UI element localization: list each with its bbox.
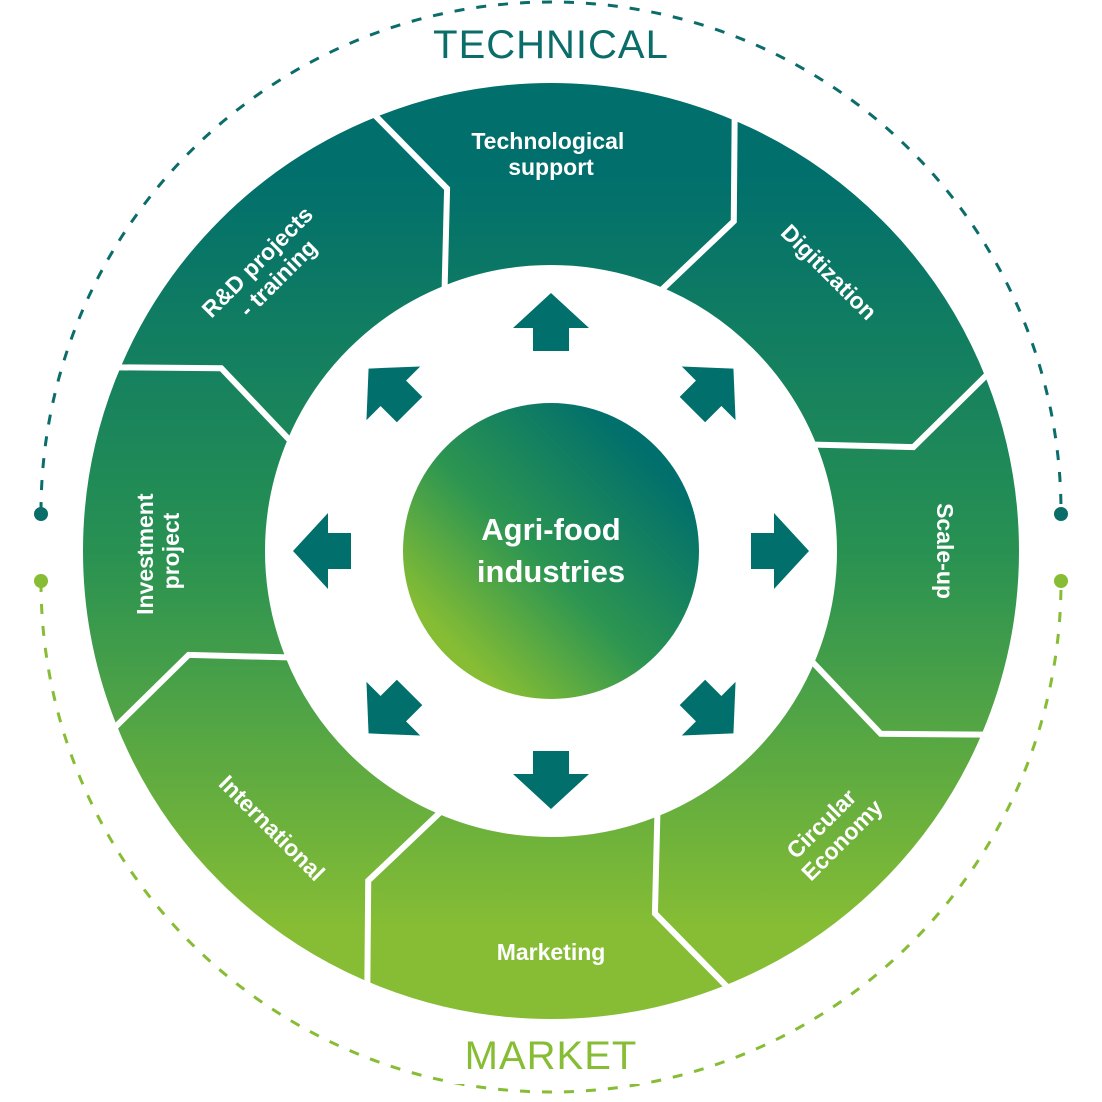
arrow-icon — [513, 293, 589, 351]
segment-separator — [814, 372, 989, 451]
technical-arc — [39, 0, 1063, 513]
dot-icon — [1054, 574, 1068, 588]
center-label-line2: industries — [477, 554, 625, 589]
center-hub: Agri-food industries — [403, 403, 699, 699]
segment-label-line1: Marketing — [497, 939, 606, 965]
segment-label-line1: Investment — [132, 493, 158, 615]
arrow-icon — [366, 679, 423, 736]
technical-title: TECHNICAL — [433, 23, 669, 67]
segment-separators — [113, 113, 989, 989]
segment-separator — [113, 651, 288, 730]
segment-label-line2: project — [158, 512, 184, 589]
technical-title-mask — [432, 18, 670, 72]
segment-technological-support: Technological support — [471, 128, 630, 180]
segment-ring — [83, 83, 1019, 1019]
market-title: MARKET — [465, 1034, 638, 1078]
segment-label-line1: Technological — [471, 128, 624, 154]
segment-scale-up: Scale-up — [932, 503, 958, 599]
segment-separator — [372, 113, 451, 288]
segment-marketing: Marketing — [497, 939, 606, 965]
center-circle — [403, 403, 699, 699]
segment-label-line2: support — [508, 154, 594, 180]
arrow-icon — [513, 751, 589, 809]
market-arc — [39, 581, 1063, 1094]
dot-icon — [1054, 507, 1068, 521]
arrow-icon — [679, 366, 736, 423]
segment-investment-project: Investment project — [132, 487, 184, 615]
ring-band — [83, 83, 1019, 1019]
dot-icon — [34, 574, 48, 588]
arrow-icon — [751, 513, 809, 589]
arrow-icon — [679, 679, 736, 736]
arrow-icon — [293, 513, 351, 589]
segment-label-line1: Scale-up — [932, 503, 958, 599]
arrow-icon — [366, 366, 423, 423]
segment-separator — [651, 814, 730, 989]
outer-arcs: TECHNICAL MARKET — [34, 0, 1068, 1094]
outward-arrows — [293, 293, 809, 809]
segment-separator — [659, 118, 738, 292]
market-title-mask — [452, 1030, 650, 1084]
segment-separator — [810, 659, 984, 738]
center-label-line1: Agri-food — [481, 512, 620, 547]
segment-separator — [364, 810, 443, 984]
segment-separator — [118, 364, 292, 443]
dot-icon — [34, 507, 48, 521]
